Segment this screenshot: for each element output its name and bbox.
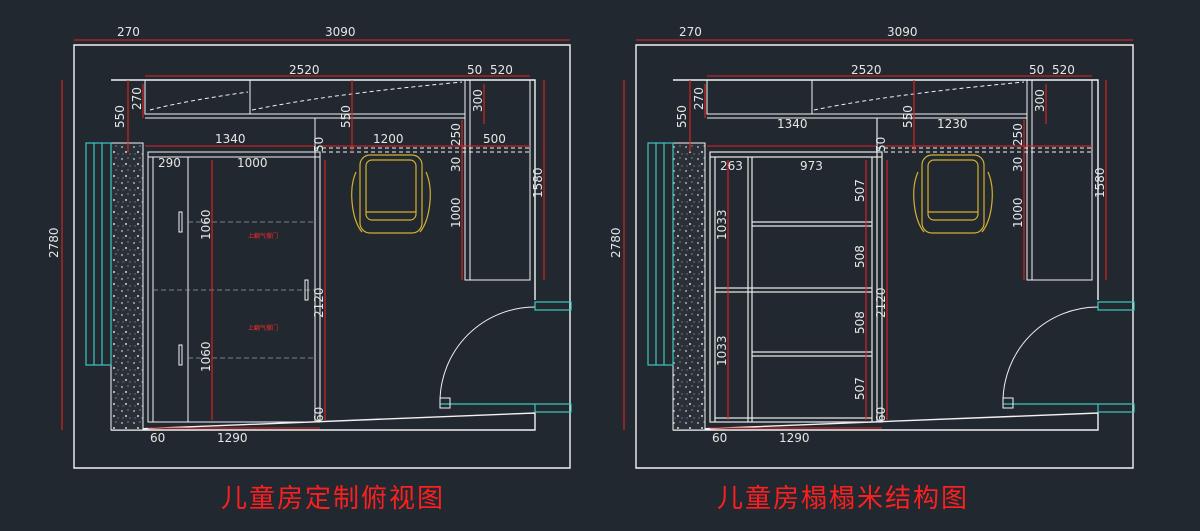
dim-wardrobe-width: 1340 <box>215 132 246 146</box>
dim-bay-2: 508 <box>853 245 867 268</box>
title-right: 儿童房榻榻米结构图 <box>717 484 969 514</box>
dim-top-depth-left: 550 <box>675 105 689 128</box>
concrete-wall <box>110 142 144 431</box>
dim-tatami-width: 973 <box>800 159 823 173</box>
dim-right-cabinet-depth: 300 <box>1033 89 1047 112</box>
dim-wardrobe-side: 290 <box>158 156 181 170</box>
window <box>647 142 674 366</box>
dim-bay-h-lower: 1033 <box>715 335 729 366</box>
dim-door-upper-h: 1060 <box>199 209 213 240</box>
inner-wall <box>672 79 1099 431</box>
dim-top-depth-inner: 270 <box>130 87 144 110</box>
dim-bottom-width: 1290 <box>217 431 248 445</box>
dim-bottom-gap: 60 <box>874 407 888 422</box>
handle-icon <box>304 279 309 301</box>
dimension-lines <box>61 39 570 430</box>
dim-bottom-left: 60 <box>712 431 727 445</box>
plan-top-view: 270 3090 2780 2520 50 520 550 270 550 30… <box>47 25 572 514</box>
dim-bottom-gap: 60 <box>312 407 326 422</box>
dim-bay-1: 507 <box>853 179 867 202</box>
dim-top-depth-inner: 270 <box>692 87 706 110</box>
dim-desk-total: 1580 <box>1093 167 1107 198</box>
right-cabinet <box>464 79 531 281</box>
dim-desk-small: 30 <box>449 157 463 172</box>
title-left: 儿童房定制俯视图 <box>221 484 445 514</box>
tatami-frame <box>709 118 883 423</box>
handle-icon <box>178 344 183 366</box>
dim-desk-height: 1000 <box>1011 197 1025 228</box>
dim-desk-small: 30 <box>1011 157 1025 172</box>
top-shelf <box>706 79 1028 119</box>
door <box>1002 301 1135 413</box>
dim-overall-main: 3090 <box>325 25 356 39</box>
note-upper: 上翻气撑门 <box>248 232 278 240</box>
window <box>85 142 112 366</box>
dim-overall-left: 270 <box>679 25 702 39</box>
dim-overall-height: 2780 <box>47 227 61 258</box>
dim-bay-3: 508 <box>853 311 867 334</box>
dim-tatami-gap: 50 <box>874 137 888 152</box>
dim-desk-total: 1580 <box>531 167 545 198</box>
dim-desk-width: 1200 <box>373 132 404 146</box>
outer-wall <box>73 44 571 469</box>
outer-wall <box>635 44 1134 469</box>
dim-overall-left: 270 <box>117 25 140 39</box>
dim-desk-height: 1000 <box>449 197 463 228</box>
dim-top-depth-mid: 550 <box>339 105 353 128</box>
dim-tatami-h: 2120 <box>874 287 888 318</box>
dim-wardrobe-door: 1000 <box>237 156 268 170</box>
note-lower: 上翻气撑门 <box>248 324 278 332</box>
wardrobe <box>147 118 321 423</box>
dim-tatami-side: 263 <box>720 159 743 173</box>
dim-wardrobe-width: 1340 <box>777 117 808 131</box>
dim-desk-gap: 250 <box>449 123 463 146</box>
dim-right-cabinet-depth: 300 <box>471 89 485 112</box>
dim-desk-width: 1230 <box>937 117 968 131</box>
handle-icon <box>178 211 183 233</box>
dim-top-small-b: 520 <box>490 63 513 77</box>
chair-icon <box>913 154 993 234</box>
dim-top-shelf: 2520 <box>851 63 882 77</box>
dim-wardrobe-h: 2120 <box>312 287 326 318</box>
dim-top-small-a: 50 <box>1029 63 1044 77</box>
top-shelf <box>144 79 466 119</box>
dim-top-depth-left: 550 <box>113 105 127 128</box>
concrete-wall <box>672 142 706 431</box>
plan-tatami-structure: 270 3090 2780 2520 50 520 550 270 550 30… <box>609 25 1135 514</box>
dim-desk-right: 500 <box>483 132 506 146</box>
dim-desk-gap: 250 <box>1011 123 1025 146</box>
chair-icon <box>351 154 431 234</box>
dim-overall-main: 3090 <box>887 25 918 39</box>
dim-top-small-a: 50 <box>467 63 482 77</box>
inner-wall <box>110 79 536 431</box>
dim-bottom-width: 1290 <box>779 431 810 445</box>
dim-bay-h-upper: 1033 <box>715 209 729 240</box>
dim-door-lower-h: 1060 <box>199 341 213 372</box>
dim-top-small-b: 520 <box>1052 63 1075 77</box>
dim-overall-height: 2780 <box>609 227 623 258</box>
dimension-lines <box>623 39 1133 430</box>
dim-bay-4: 507 <box>853 377 867 400</box>
right-cabinet <box>1026 79 1093 281</box>
dim-bottom-left: 60 <box>150 431 165 445</box>
dim-top-shelf: 2520 <box>289 63 320 77</box>
dim-top-depth-mid: 550 <box>901 105 915 128</box>
dim-wardrobe-gap: 50 <box>312 137 326 152</box>
door <box>439 301 572 413</box>
